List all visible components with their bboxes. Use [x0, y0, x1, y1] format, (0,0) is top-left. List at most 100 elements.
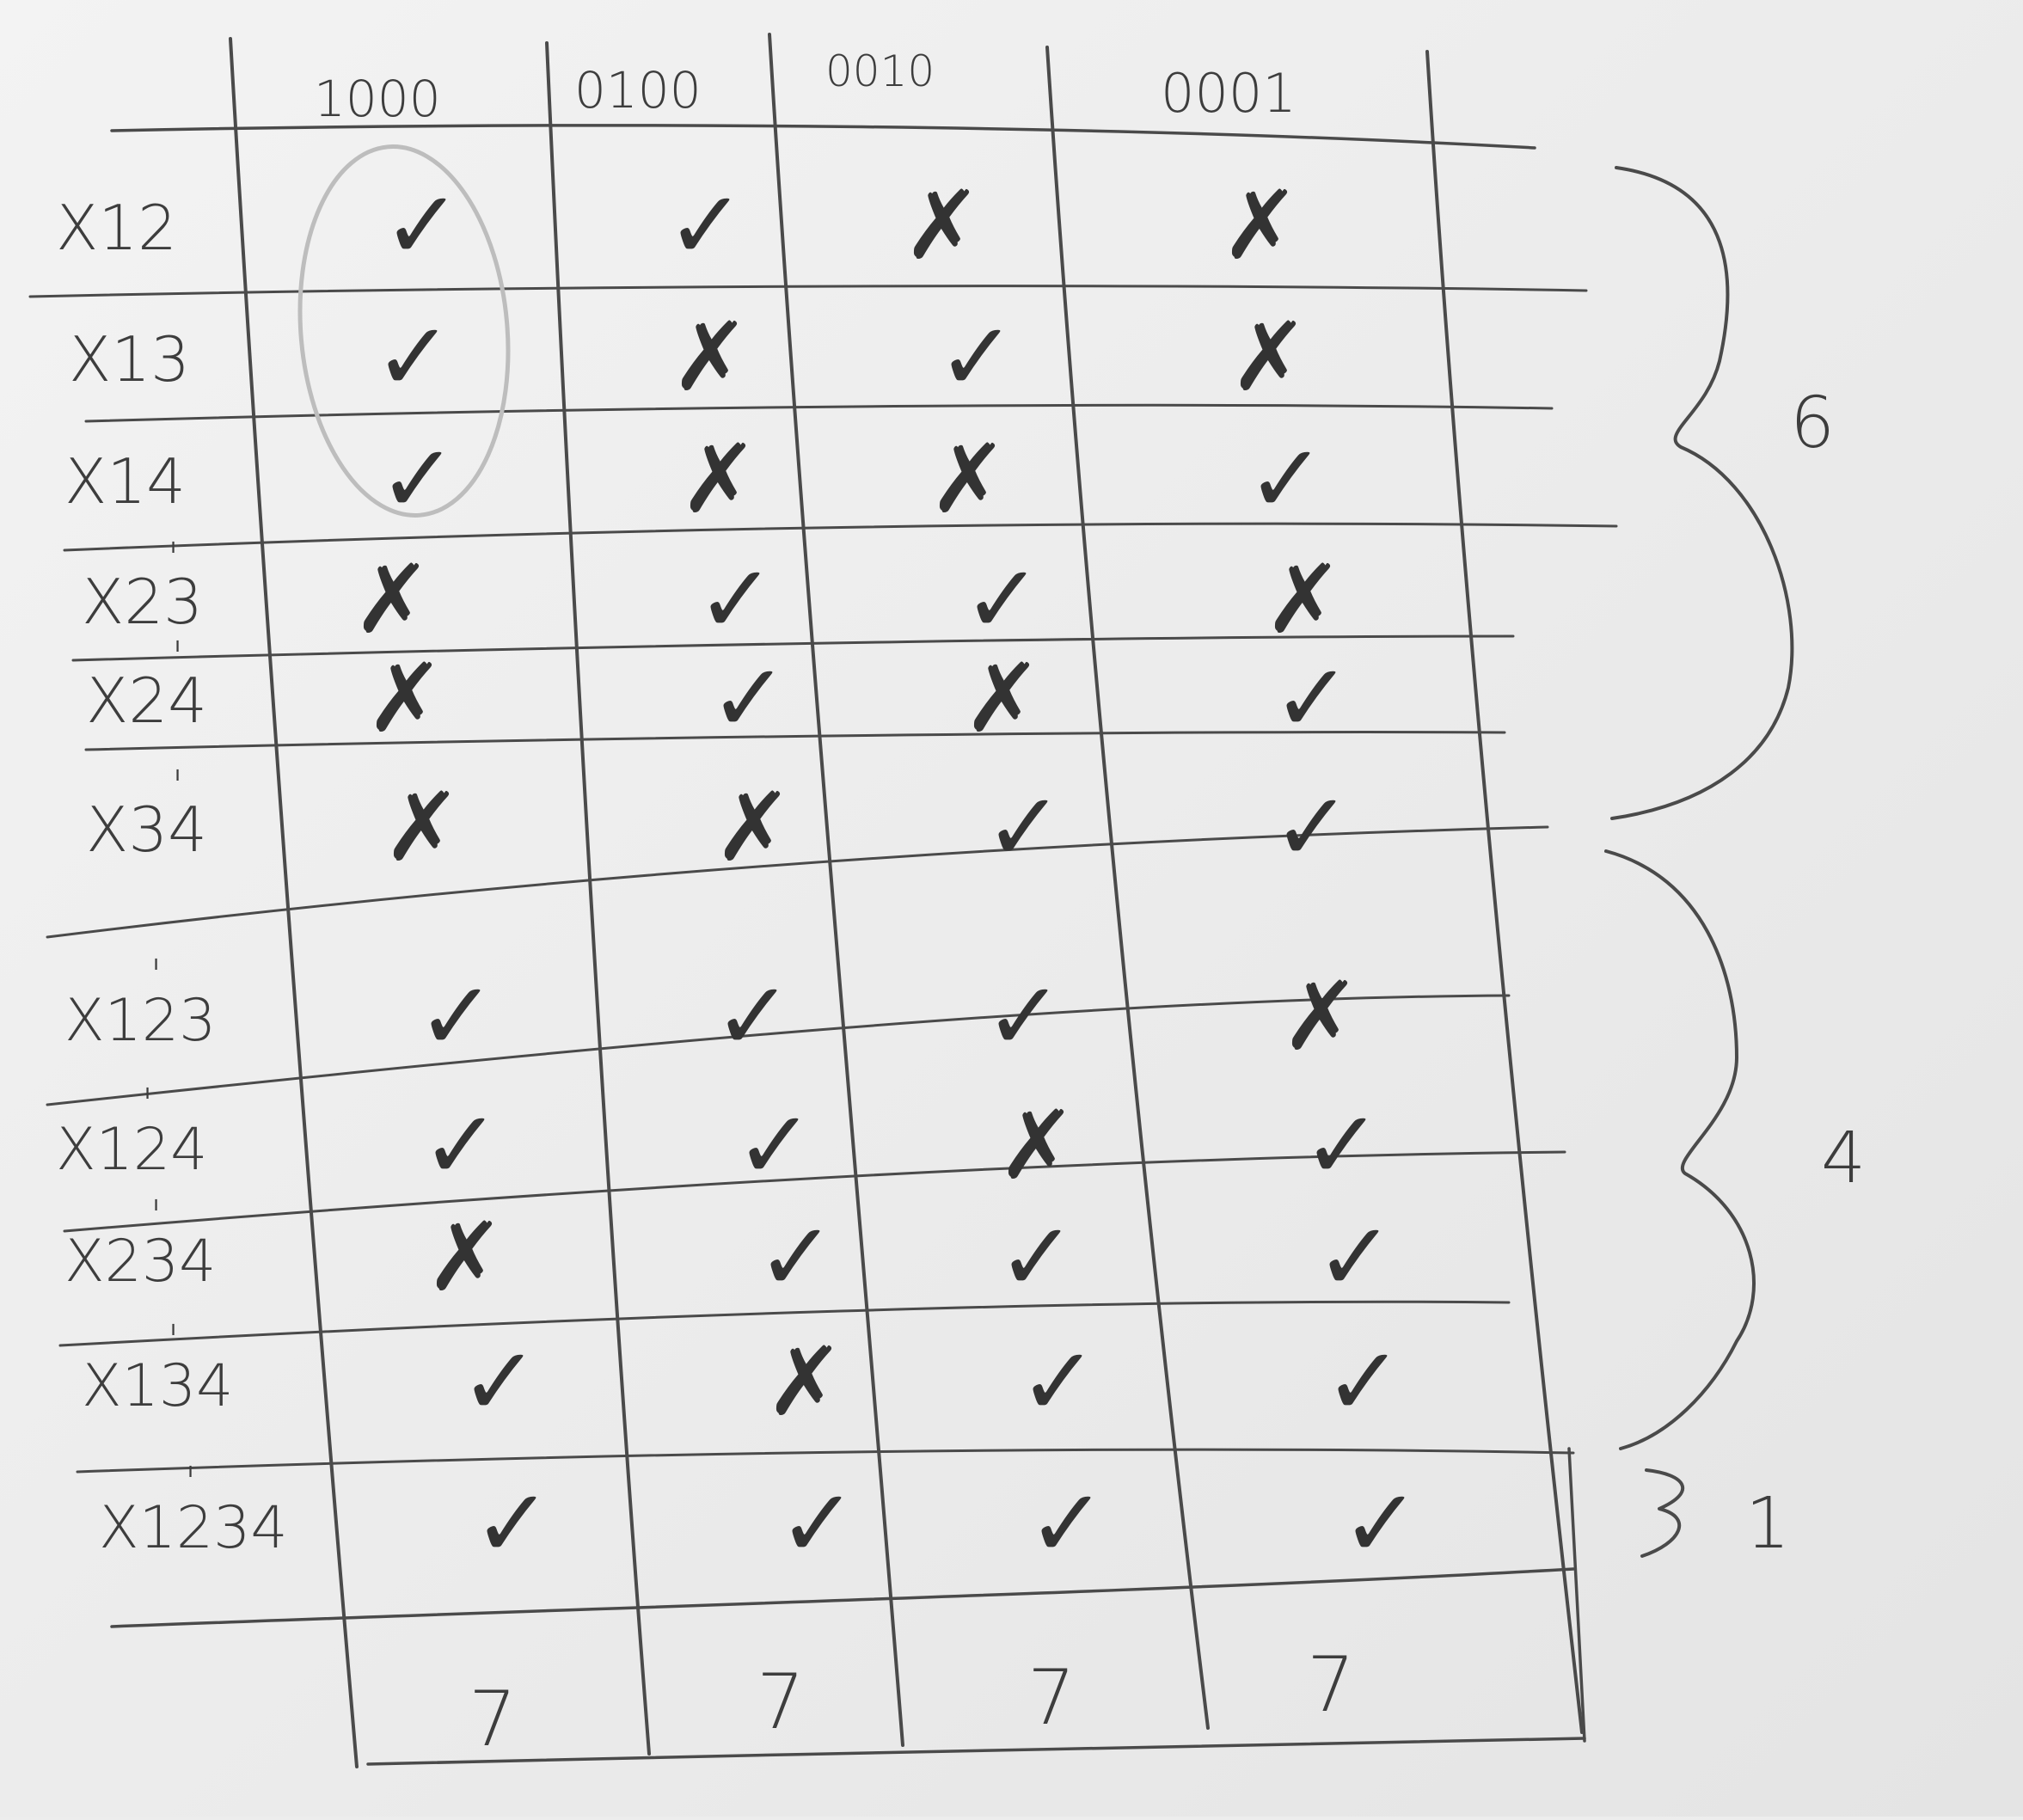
check-mark: ✓ [937, 302, 1016, 412]
check-mark: ✓ [709, 643, 788, 753]
column-line [1045, 46, 1210, 1730]
column-total: 7 [1027, 1653, 1076, 1742]
check-mark: ✓ [963, 544, 1042, 654]
check-mark: ✓ [1303, 1090, 1382, 1200]
check-mark: ✓ [1272, 772, 1352, 882]
column-totals: 7 7 7 7 [469, 1640, 1355, 1763]
row-label: X12 [56, 192, 177, 264]
column-total: 7 [757, 1658, 805, 1746]
brace [1610, 166, 1794, 820]
column-lines [229, 33, 1584, 1768]
check-mark: ✓ [778, 1468, 857, 1578]
row-label-prime: ' [150, 951, 162, 999]
totals-right-line [1567, 1447, 1586, 1743]
row-label: X124 [56, 1116, 207, 1184]
column-total: 7 [469, 1675, 517, 1763]
group-braces: 6 4 1 [1604, 166, 1866, 1565]
row-label-prime: ' [168, 1316, 179, 1364]
row-line [46, 825, 1549, 939]
cross-mark: ✗ [1229, 302, 1309, 412]
check-mark: ✓ [1247, 424, 1326, 534]
check-mark: ✓ [1341, 1468, 1420, 1578]
column-line [545, 41, 651, 1756]
row-label-prime: ' [150, 1192, 162, 1240]
column-header: 0001 [1161, 62, 1297, 125]
check-mark: ✓ [1315, 1202, 1395, 1312]
cell-marks: ✓✓✗✗✓✗✓✗✓✗✗✓✗✓✓✗✗✓✗✓✗✗✓✓✓✓✓✗✓✓✗✓✗✓✓✓✓✗✓✓… [352, 170, 1420, 1578]
check-mark: ✓ [473, 1468, 552, 1578]
column-header: 0100 [574, 61, 702, 119]
row-label: X123 [64, 987, 216, 1055]
row-label: X234 [64, 1228, 216, 1296]
cross-mark: ✗ [929, 424, 1008, 534]
row-label: X1234 [99, 1494, 288, 1562]
row-line [58, 1300, 1511, 1347]
row-label-prime: ' [172, 633, 183, 681]
check-mark: ✓ [714, 961, 793, 1071]
check-mark: ✓ [984, 772, 1064, 882]
check-mark: ✓ [1027, 1468, 1107, 1578]
row-line [84, 731, 1506, 751]
row-label: X14 [64, 445, 186, 518]
row-line [28, 285, 1588, 298]
brace-label: 1 [1745, 1483, 1790, 1565]
cross-mark: ✗ [679, 424, 758, 534]
cross-mark: ✗ [1281, 961, 1360, 1071]
row-label: X23 [82, 566, 203, 638]
row-labels: X12X13X14X23'X24'X34'X123'X124'X234'X134… [56, 192, 288, 1562]
cross-mark: ✗ [671, 302, 750, 412]
column-header: 0010 [825, 46, 935, 96]
cross-mark: ✗ [903, 170, 982, 280]
cross-mark: ✗ [383, 772, 462, 882]
check-mark: ✓ [1272, 643, 1352, 753]
row-lines [28, 124, 1618, 1766]
check-mark: ✓ [378, 424, 457, 534]
column-total: 7 [1307, 1640, 1355, 1729]
column-line [1425, 50, 1584, 1734]
brace [1604, 849, 1756, 1450]
cross-mark: ✗ [365, 643, 444, 753]
row-line [63, 1150, 1566, 1233]
check-mark: ✓ [984, 961, 1064, 1071]
brace-label: 4 [1821, 1118, 1866, 1199]
check-mark: ✓ [997, 1202, 1076, 1312]
row-label: X134 [82, 1352, 233, 1420]
row-label-prime: ' [185, 1458, 196, 1506]
cross-mark: ✗ [963, 643, 1042, 753]
check-mark: ✓ [1019, 1327, 1098, 1437]
cross-mark: ✗ [714, 772, 793, 882]
highlight-circle [297, 144, 511, 518]
check-mark: ✓ [374, 302, 453, 412]
row-line [71, 634, 1515, 662]
column-header: 1000 [314, 70, 441, 128]
check-mark: ✓ [460, 1327, 539, 1437]
row-line [63, 522, 1618, 552]
row-line [46, 994, 1511, 1106]
brace [1640, 1468, 1684, 1558]
row-label-prime: ' [172, 762, 183, 810]
check-mark: ✓ [383, 170, 462, 280]
cross-mark: ✗ [997, 1090, 1076, 1200]
cross-mark: ✗ [1264, 544, 1343, 654]
row-label: X34 [86, 794, 207, 866]
row-line [110, 1567, 1575, 1628]
totals-bottom-line [366, 1737, 1586, 1766]
check-mark: ✓ [666, 170, 745, 280]
row-label-prime: ' [168, 534, 179, 582]
cross-mark: ✗ [765, 1327, 844, 1437]
check-mark: ✓ [696, 544, 775, 654]
header-line [110, 124, 1536, 150]
row-line [84, 403, 1554, 423]
check-mark: ✓ [1324, 1327, 1403, 1437]
cross-mark: ✗ [352, 544, 432, 654]
cross-mark: ✗ [1221, 170, 1300, 280]
row-label: X13 [69, 323, 190, 395]
row-label-prime: ' [142, 1080, 153, 1128]
cross-mark: ✗ [426, 1202, 505, 1312]
check-mark: ✓ [421, 1090, 500, 1200]
brace-label: 6 [1790, 383, 1835, 464]
row-line [76, 1448, 1575, 1474]
check-mark: ✓ [757, 1202, 836, 1312]
